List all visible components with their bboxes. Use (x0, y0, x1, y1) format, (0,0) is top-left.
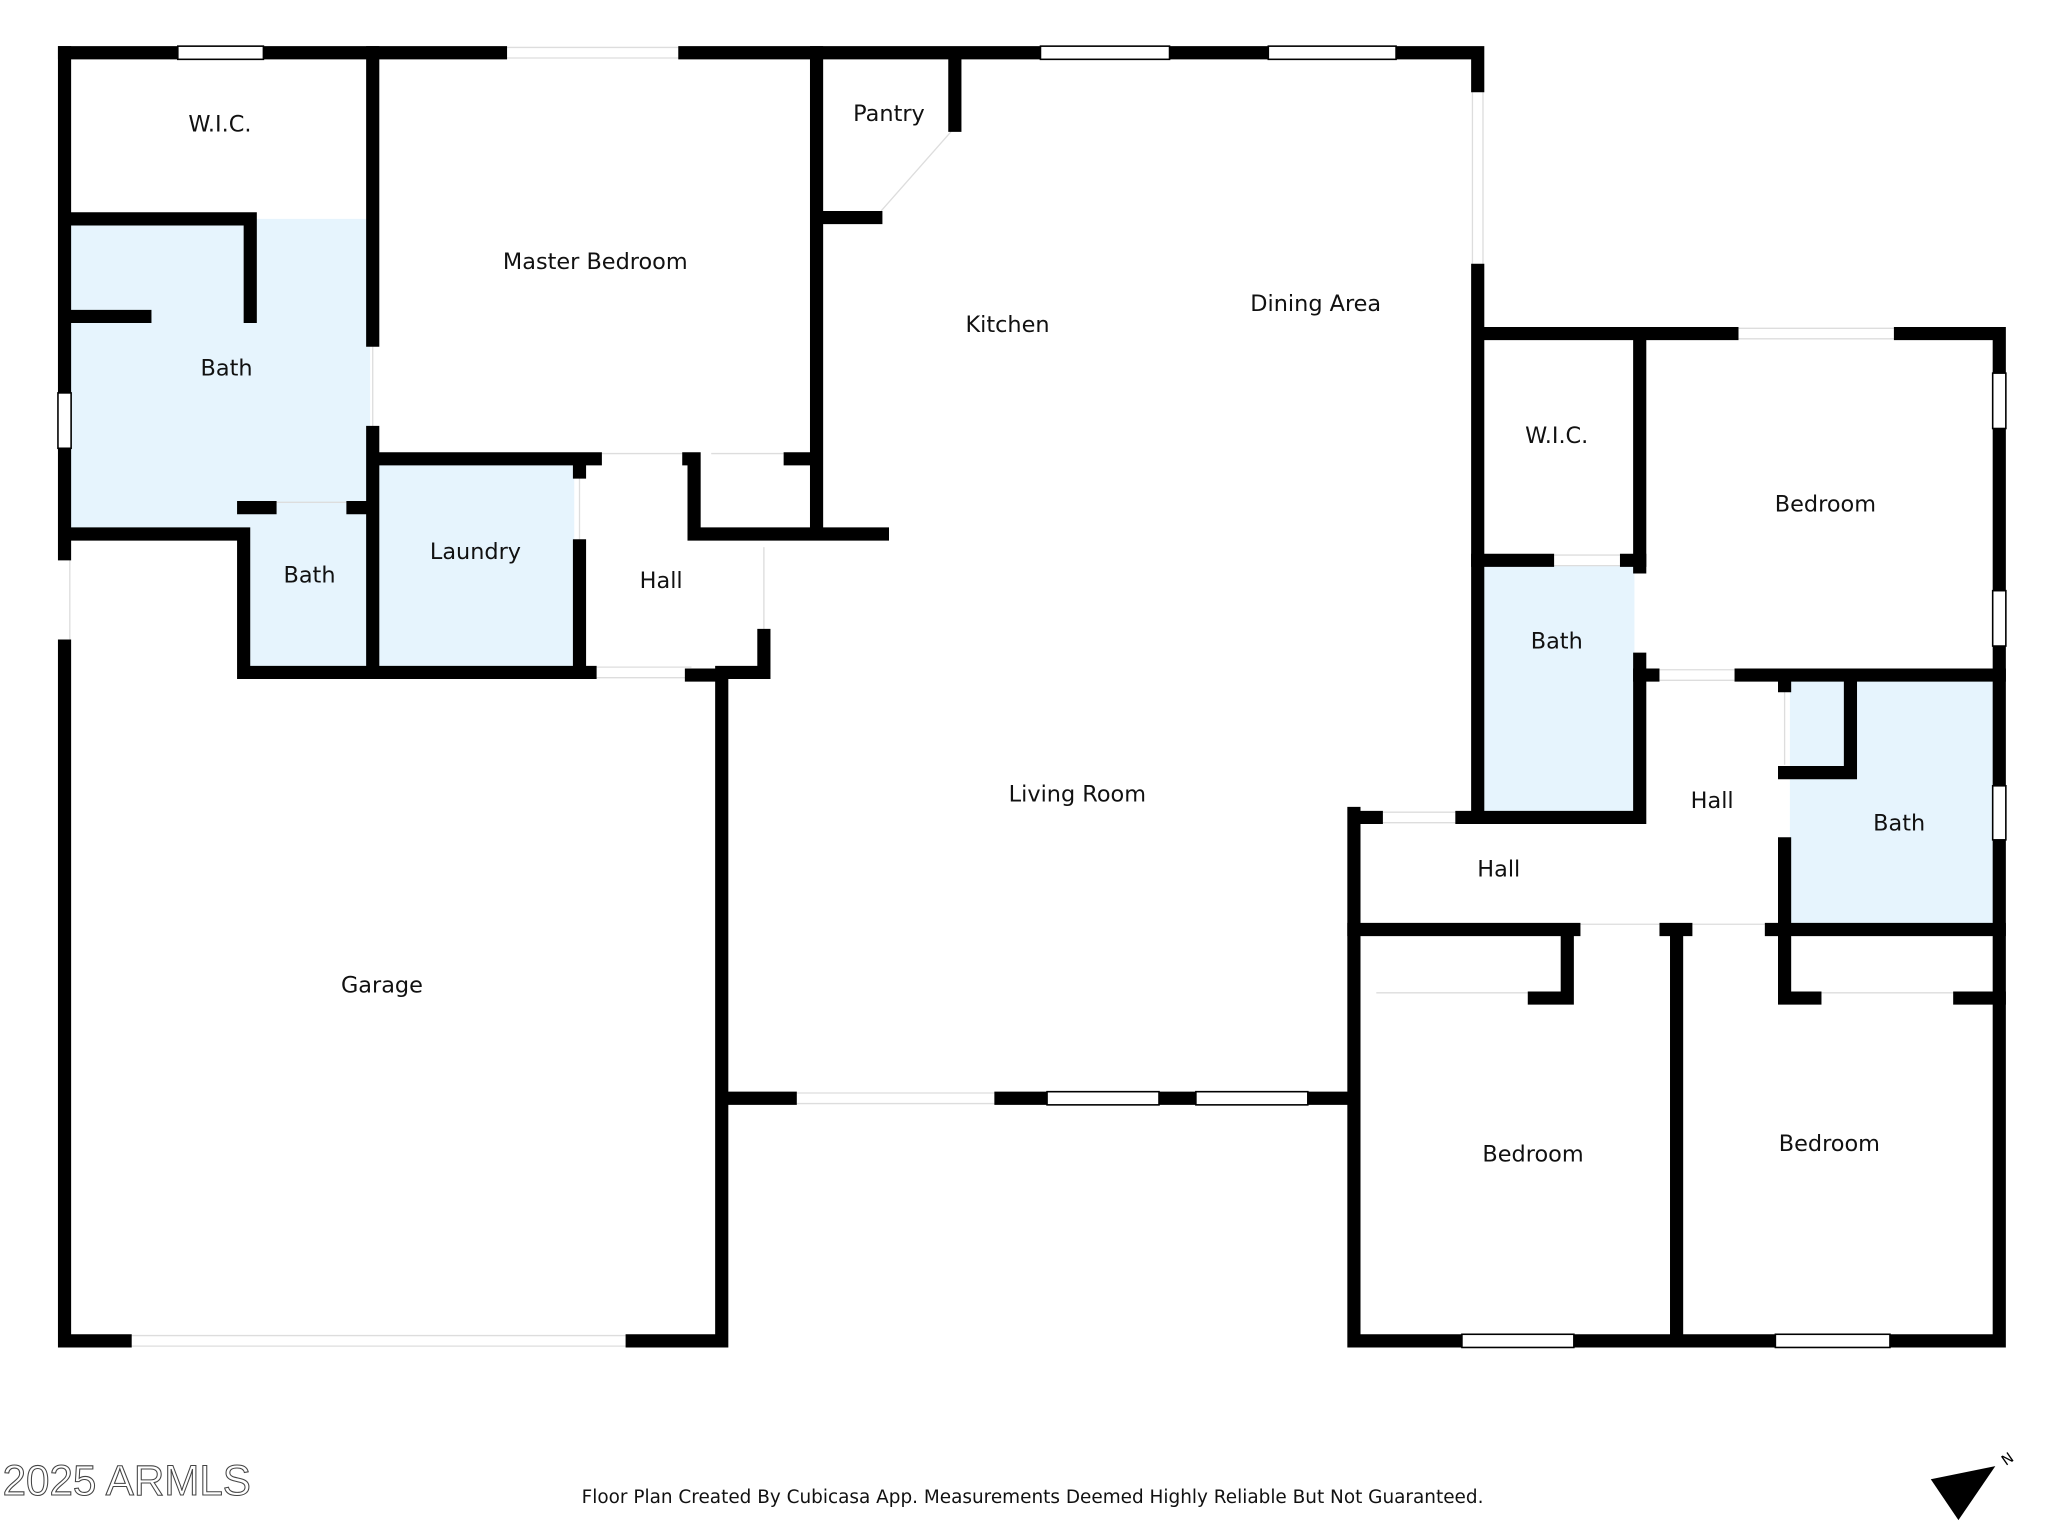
disclaimer-text: Floor Plan Created By Cubicasa App. Meas… (582, 1487, 1484, 1508)
room-label-kitchen: Kitchen (965, 312, 1049, 338)
room-labels: W.I.C. Master Bedroom Pantry Kitchen Din… (188, 101, 1925, 1167)
room-label-bedroom: Bedroom (1482, 1141, 1583, 1167)
window (1774, 1333, 1891, 1349)
room-label-wic-right: W.I.C. (1525, 423, 1588, 449)
window (1991, 785, 2007, 841)
compass-label: N (1999, 1450, 2017, 1469)
walls (57, 46, 2006, 1348)
window (177, 45, 265, 61)
room-label-laundry: Laundry (430, 539, 521, 565)
window (1461, 1333, 1575, 1349)
room-label-bedroom: Bedroom (1775, 491, 1876, 517)
room-label-hall: Hall (1691, 788, 1734, 814)
room-label-master-bedroom: Master Bedroom (503, 249, 688, 275)
room-label-bedroom: Bedroom (1779, 1131, 1880, 1157)
room-label-pantry: Pantry (853, 101, 925, 127)
window (1046, 1090, 1160, 1106)
wet-room-fills (69, 218, 1995, 925)
window (1991, 372, 2007, 430)
window (1991, 589, 2007, 647)
half-bath-fill (248, 512, 371, 668)
bath-right-1-fill (1482, 565, 1635, 813)
laundry-fill (377, 464, 575, 668)
room-label-hall: Hall (640, 568, 683, 594)
window (1267, 45, 1397, 61)
door-openings (69, 46, 1960, 1347)
room-label-garage: Garage (341, 973, 423, 999)
room-label-wic-master: W.I.C. (188, 112, 251, 138)
bath-right-2-fill (1789, 680, 1995, 925)
room-label-dining-area: Dining Area (1250, 291, 1381, 317)
window (1195, 1090, 1309, 1106)
room-label-hall: Hall (1477, 857, 1520, 883)
window (1039, 45, 1171, 61)
watermark-logo: 2025 ARMLS (3, 1457, 251, 1504)
room-label-bath: Bath (1873, 811, 1925, 837)
window (57, 392, 72, 450)
room-label-master-bath: Bath (201, 356, 253, 382)
room-label-living-room: Living Room (1009, 782, 1146, 808)
room-label-half-bath: Bath (283, 563, 335, 589)
master-bath-fill (69, 218, 371, 529)
room-label-bath: Bath (1531, 629, 1583, 655)
windows (57, 45, 2007, 1349)
north-arrow-icon: N (1930, 1450, 2017, 1521)
